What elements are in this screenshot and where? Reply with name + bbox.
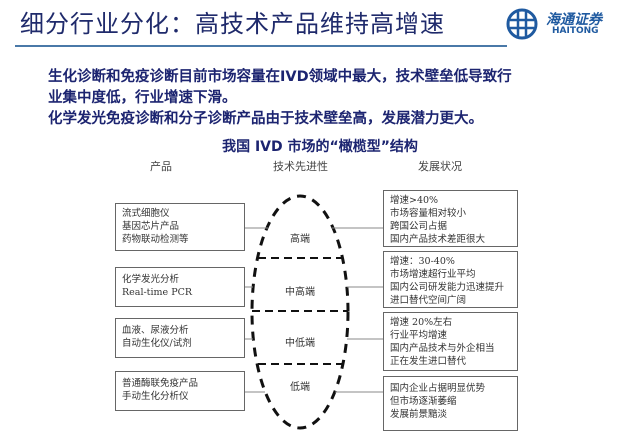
logo-english: HAITONG	[552, 26, 599, 36]
product-box-low: 普通酶联免疫产品 手动生化分析仪	[115, 371, 245, 411]
status-item: 国内企业占据明显优势	[390, 383, 486, 394]
status-item: 增速>40%	[390, 195, 439, 206]
body-line-3: 化学发光免疫诊断和分子诊断产品由于技术壁垒高，发展潜力更大。	[48, 111, 483, 127]
status-item: 但市场逐渐萎缩	[390, 396, 457, 407]
status-box-low: 国内企业占据明显优势 但市场逐渐萎缩 发展前景黯淡	[383, 376, 518, 431]
product-box-mid-low: 血液、尿液分析 自动生化仪/试剂	[115, 318, 245, 358]
logo-chinese: 海通证券	[546, 12, 602, 28]
status-item: 市场增速超行业平均	[390, 269, 476, 280]
status-box-mid-high: 增速：30-40% 市场增速超行业平均 国内公司研发能力迅速提升 进口替代空间广…	[383, 251, 518, 308]
status-item: 跨国公司占据	[390, 221, 448, 232]
status-item: 行业平均增速	[390, 330, 448, 341]
product-item: 化学发光分析	[122, 274, 180, 285]
body-line-2: 业集中度低，行业增速下滑。	[48, 90, 237, 106]
header-status: 发展状况	[418, 160, 462, 173]
status-item: 市场容量相对较小	[390, 208, 467, 219]
status-item: 增速 20%左右	[390, 317, 453, 328]
status-box-mid-low: 增速 20%左右 行业平均增速 国内产品技术与外企相当 正在发生进口替代	[383, 312, 518, 371]
page-title: 细分行业分化：高技术产品维持高增速	[20, 10, 445, 38]
header-technology: 技术先进性	[273, 160, 328, 173]
tier-label-mid-low: 中低端	[285, 338, 315, 349]
body-line-1: 生化诊断和免疫诊断目前市场容量在IVD领域中最大，技术壁垒低导致行	[48, 69, 512, 85]
product-item: 药物联动检测等	[122, 234, 189, 245]
status-item: 国内产品技术与外企相当	[390, 343, 495, 354]
status-item: 发展前景黯淡	[390, 409, 448, 420]
status-item: 增速：30-40%	[390, 256, 455, 267]
header-products: 产品	[150, 160, 172, 173]
tier-label-high: 高端	[290, 234, 310, 245]
product-item: 流式细胞仪	[122, 208, 170, 219]
diagram-title: 我国 IVD 市场的“橄榄型”结构	[222, 139, 418, 155]
status-item: 进口替代空间广阔	[390, 295, 467, 306]
status-item: 国内产品技术差距很大	[390, 234, 486, 245]
tier-label-low: 低端	[290, 382, 310, 393]
product-item: 手动生化分析仪	[122, 391, 189, 402]
tier-label-mid-high: 中高端	[285, 287, 315, 298]
product-box-mid-high: 化学发光分析 Real-time PCR	[115, 267, 245, 307]
product-item: Real-time PCR	[122, 287, 193, 298]
product-item: 普通酶联免疫产品	[122, 378, 199, 389]
status-item: 国内公司研发能力迅速提升	[390, 282, 505, 293]
title-divider	[15, 45, 507, 47]
product-box-high: 流式细胞仪 基因芯片产品 药物联动检测等	[115, 203, 245, 251]
status-box-high: 增速>40% 市场容量相对较小 跨国公司占据 国内产品技术差距很大	[383, 190, 518, 247]
product-item: 自动生化仪/试剂	[122, 338, 192, 349]
haitong-logo-icon	[506, 8, 538, 40]
status-item: 正在发生进口替代	[390, 356, 467, 367]
product-item: 基因芯片产品	[122, 221, 180, 232]
product-item: 血液、尿液分析	[122, 325, 189, 336]
